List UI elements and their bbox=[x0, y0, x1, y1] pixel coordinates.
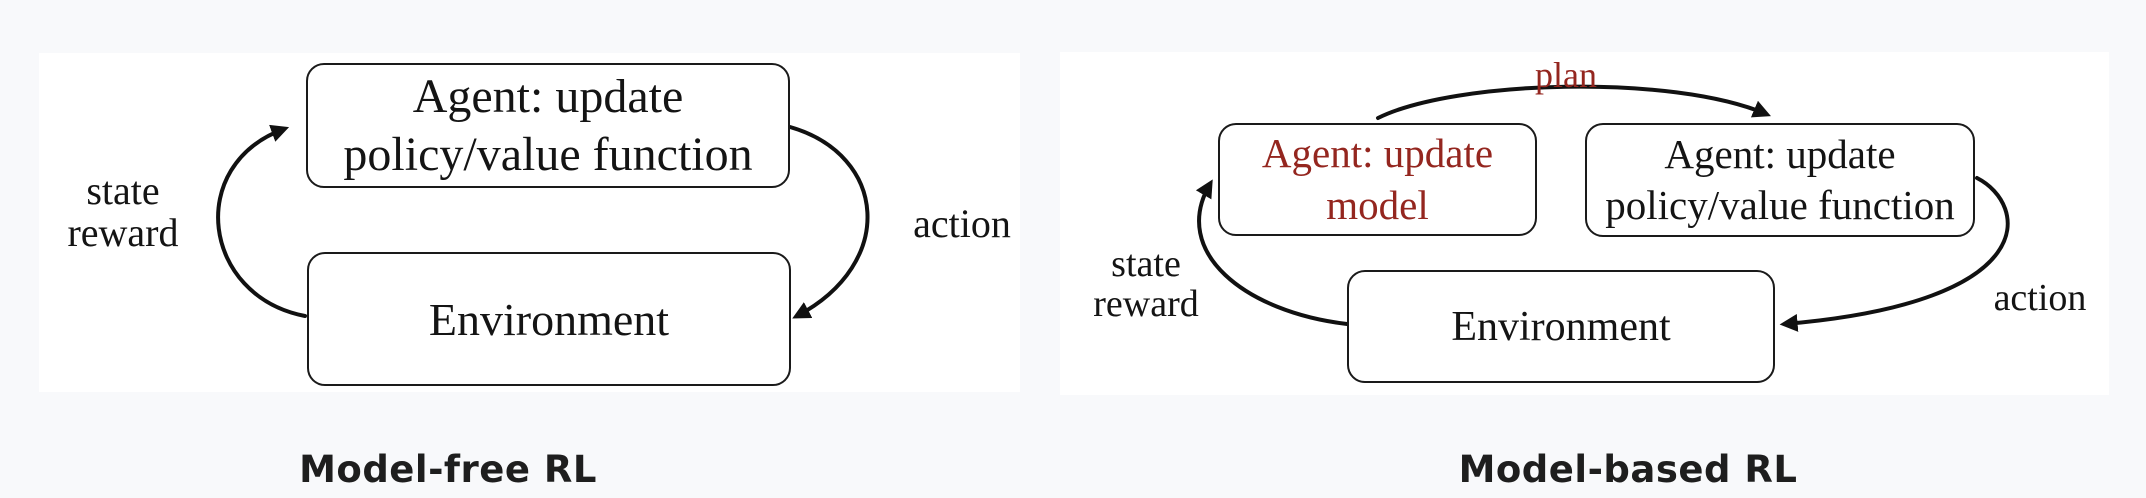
model-free-arrows bbox=[216, 124, 870, 319]
state-reward-arrow-icon bbox=[1195, 179, 1349, 326]
agent-policy-box: Agent: update policy/value function bbox=[306, 63, 790, 188]
model-based-panel: plan Agent: update model Agent: update p… bbox=[1060, 52, 2109, 395]
action-arrow-icon bbox=[788, 125, 870, 319]
environment-box: Environment bbox=[1347, 270, 1775, 383]
agent-policy-box-line2: policy/value function bbox=[343, 127, 753, 181]
model-free-panel: Agent: update policy/value function Envi… bbox=[39, 53, 1020, 392]
agent-policy-box-line1: Agent: update bbox=[1664, 130, 1896, 177]
model-based-caption: Model-based RL bbox=[1458, 448, 1798, 491]
environment-label: Environment bbox=[1451, 303, 1671, 350]
agent-policy-box-line2: policy/value function bbox=[1605, 182, 1955, 228]
agent-policy-box-line1: Agent: update bbox=[412, 69, 684, 123]
plan-label: plan bbox=[1535, 55, 1597, 95]
state-reward-label: state reward bbox=[53, 170, 193, 254]
agent-model-box-line1: Agent: update bbox=[1261, 130, 1494, 177]
state-label: state bbox=[1111, 243, 1181, 285]
action-label: action bbox=[1993, 277, 2087, 319]
model-free-caption: Model-free RL bbox=[299, 448, 597, 491]
environment-label: Environment bbox=[428, 293, 670, 345]
agent-policy-box: Agent: update policy/value function bbox=[1585, 123, 1975, 237]
agent-model-box: Agent: update model bbox=[1218, 123, 1537, 236]
environment-box: Environment bbox=[307, 252, 791, 386]
action-label: action bbox=[913, 201, 1011, 246]
state-reward-arrow-icon bbox=[216, 124, 307, 318]
action-arrow-icon bbox=[1779, 176, 2010, 332]
reward-label: reward bbox=[1093, 283, 1199, 325]
plan-arrow-icon bbox=[1376, 84, 1771, 120]
state-label: state bbox=[86, 168, 160, 213]
state-reward-label: state reward bbox=[1076, 244, 1216, 324]
reward-label: reward bbox=[67, 210, 179, 255]
agent-model-box-line2: model bbox=[1326, 181, 1429, 228]
model-based-arrows bbox=[1195, 84, 2010, 332]
